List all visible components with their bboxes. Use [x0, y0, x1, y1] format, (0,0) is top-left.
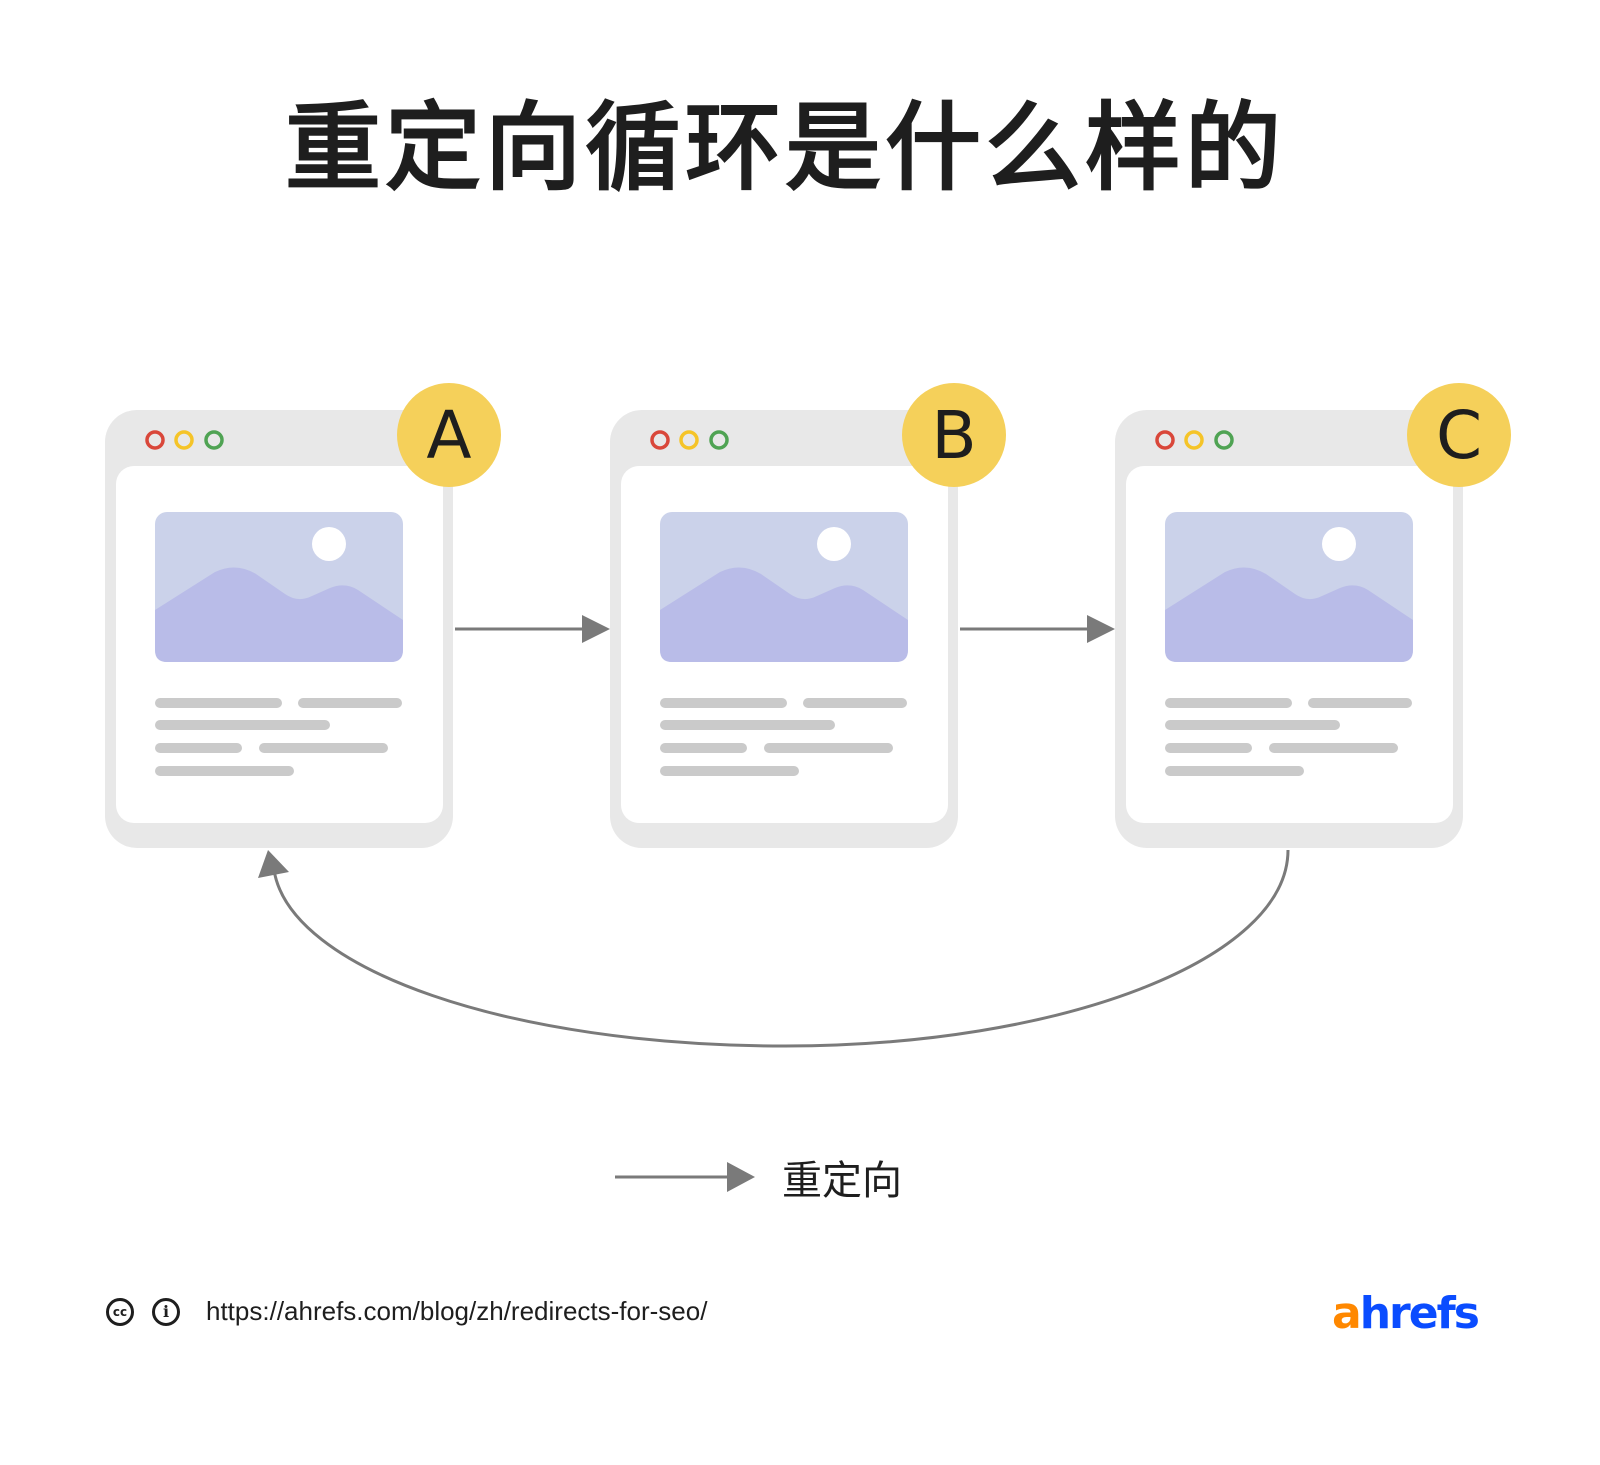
sun-shape [817, 527, 851, 561]
page-title: 重定向循环是什么样的 [285, 92, 1285, 204]
arrowhead [727, 1162, 755, 1192]
sun-shape [312, 527, 346, 561]
browser-window-a: A [105, 383, 501, 848]
page-badge-label: B [931, 397, 976, 474]
page-badge-label: A [426, 397, 471, 474]
redirect-arrow-c-to-a [272, 849, 1290, 1048]
close-dot-icon [1155, 430, 1175, 450]
page-badge-label: C [1436, 397, 1482, 474]
browser-window-b: B [610, 383, 1006, 848]
page-badge [1407, 383, 1511, 487]
ahrefs-logo: ahrefs [1332, 1288, 1480, 1339]
logo-a: a [1332, 1288, 1362, 1339]
arrowhead [582, 615, 610, 643]
close-dot-icon [145, 430, 165, 450]
mountain-shape [1165, 567, 1413, 662]
maximize-dot-icon [709, 430, 729, 450]
legend-label: 重定向 [782, 1158, 902, 1204]
attribution-icon: i [152, 1298, 180, 1326]
arrowhead [1087, 615, 1115, 643]
minimize-dot-icon [1184, 430, 1204, 450]
image-placeholder-icon [155, 512, 403, 662]
logo-rest: hrefs [1359, 1288, 1480, 1339]
sun-shape [1322, 527, 1356, 561]
arrowhead [258, 850, 289, 878]
image-placeholder-icon [1165, 512, 1413, 662]
image-placeholder-icon [660, 512, 908, 662]
minimize-dot-icon [174, 430, 194, 450]
close-dot-icon [650, 430, 670, 450]
creative-commons-icon: cc [106, 1298, 134, 1326]
page-badge [902, 383, 1006, 487]
maximize-dot-icon [1214, 430, 1234, 450]
mountain-shape [660, 567, 908, 662]
maximize-dot-icon [204, 430, 224, 450]
browser-window-c: C [1115, 383, 1511, 848]
minimize-dot-icon [679, 430, 699, 450]
page-badge [397, 383, 501, 487]
mountain-shape [155, 567, 403, 662]
source-url: https://ahrefs.com/blog/zh/redirects-for… [206, 1296, 708, 1326]
